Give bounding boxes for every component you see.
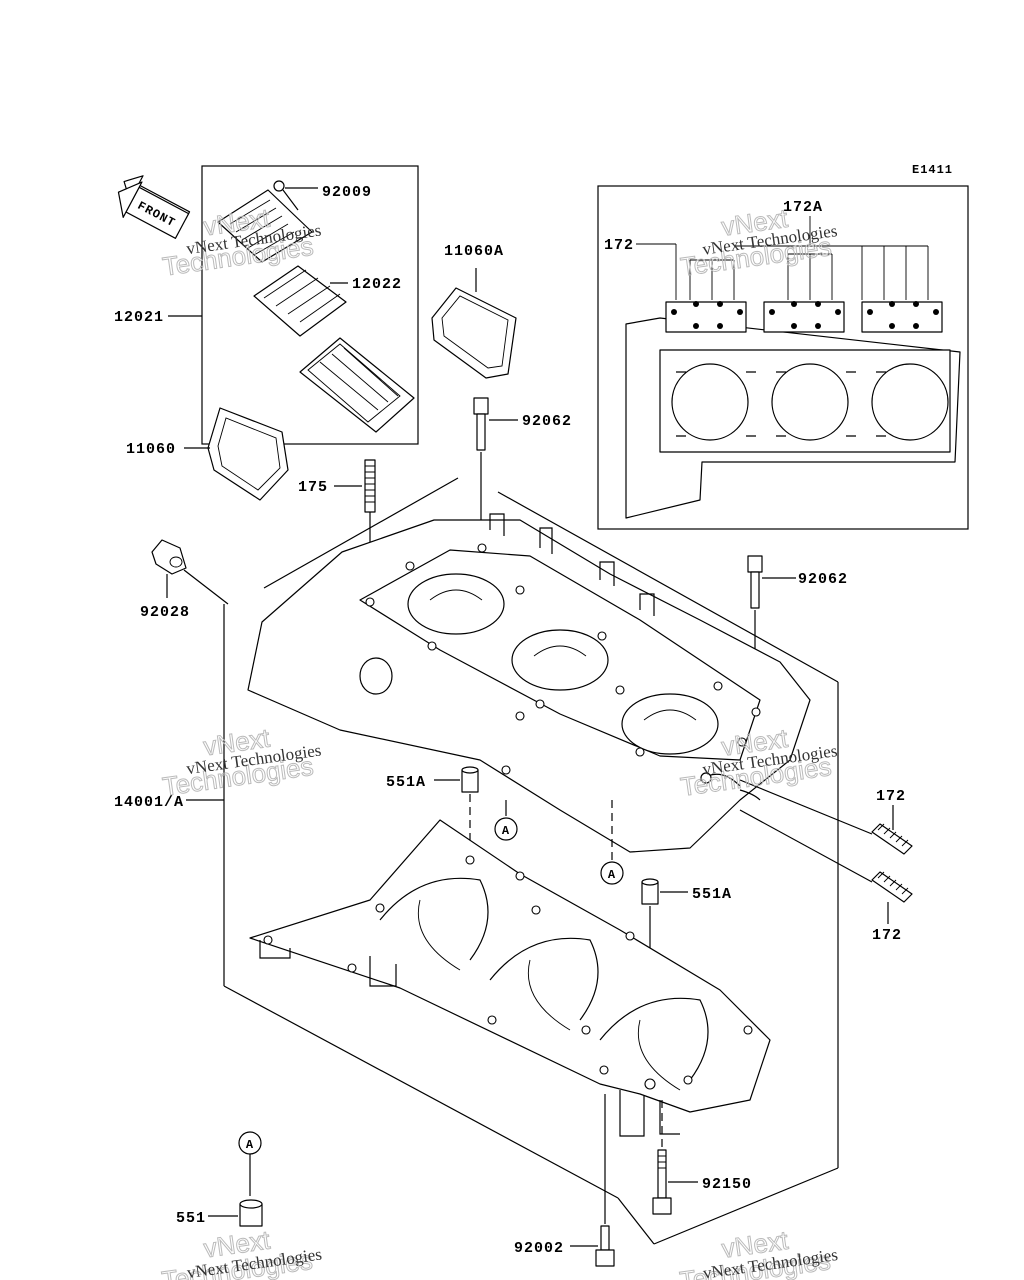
diagram-code: E1411 xyxy=(912,163,953,177)
label-172a: 172A xyxy=(783,199,823,216)
stud-172-lower xyxy=(871,871,913,903)
dowel-551 xyxy=(239,1199,263,1227)
label-11060: 11060 xyxy=(126,441,176,458)
ref-marker-a-1-label: A xyxy=(502,824,510,838)
ref-marker-a-2-label: A xyxy=(608,868,616,882)
label-11060a: 11060A xyxy=(444,243,504,260)
reed-petals-12022 xyxy=(253,265,347,337)
label-92062-top: 92062 xyxy=(522,413,572,430)
reed-stopper-plate xyxy=(217,189,313,263)
bolt-92062-right xyxy=(747,555,763,609)
front-arrow-icon: FRONT xyxy=(117,175,191,239)
inset-stud-callouts xyxy=(636,216,929,300)
label-92150: 92150 xyxy=(702,1176,752,1193)
label-551: 551 xyxy=(176,1210,206,1227)
label-551a-right: 551A xyxy=(692,886,732,903)
ref-marker-a-2 xyxy=(600,861,624,885)
label-172-inset: 172 xyxy=(604,237,634,254)
bolt-92002 xyxy=(595,1225,615,1267)
label-92002: 92002 xyxy=(514,1240,564,1257)
label-92009: 92009 xyxy=(322,184,372,201)
screw-92009 xyxy=(273,180,299,211)
reed-valve-box xyxy=(201,165,419,445)
lower-crankcase xyxy=(249,819,771,1137)
bolt-92062-top xyxy=(473,397,489,451)
label-14001a: 14001/A xyxy=(114,794,184,811)
watermark-5: vNext Technologies vNext Technologies xyxy=(159,1224,323,1280)
dowel-551a-left xyxy=(461,766,479,793)
watermark-6: vNext Technologies vNext Technologies xyxy=(677,1224,839,1280)
gasket-11060 xyxy=(207,407,289,501)
label-172-right-top: 172 xyxy=(876,788,906,805)
label-175: 175 xyxy=(298,479,328,496)
label-92062-right: 92062 xyxy=(798,571,848,588)
dowel-551a-right xyxy=(641,878,659,905)
inset-crankcase-top-view xyxy=(625,301,961,519)
label-12022: 12022 xyxy=(352,276,402,293)
stud-172-upper xyxy=(871,823,913,855)
upper-crankcase xyxy=(247,513,811,853)
label-92028: 92028 xyxy=(140,604,190,621)
stud-175 xyxy=(364,459,376,513)
bolt-92150 xyxy=(652,1149,672,1215)
ref-marker-a-3-label: A xyxy=(246,1138,254,1152)
watermark-4: vNext Technologies vNext Technologies xyxy=(678,722,838,802)
label-12021: 12021 xyxy=(114,309,164,326)
collar-92028 xyxy=(151,539,187,575)
label-172-right-bottom: 172 xyxy=(872,927,902,944)
ref-marker-a-1 xyxy=(494,817,518,841)
watermark-3: vNext Technologies vNext Technologies xyxy=(160,722,322,802)
inset-box xyxy=(597,185,969,530)
reed-block xyxy=(299,337,415,433)
assembly-outline xyxy=(223,477,839,1245)
gasket-11060a xyxy=(431,287,517,379)
label-551a-left: 551A xyxy=(386,774,426,791)
